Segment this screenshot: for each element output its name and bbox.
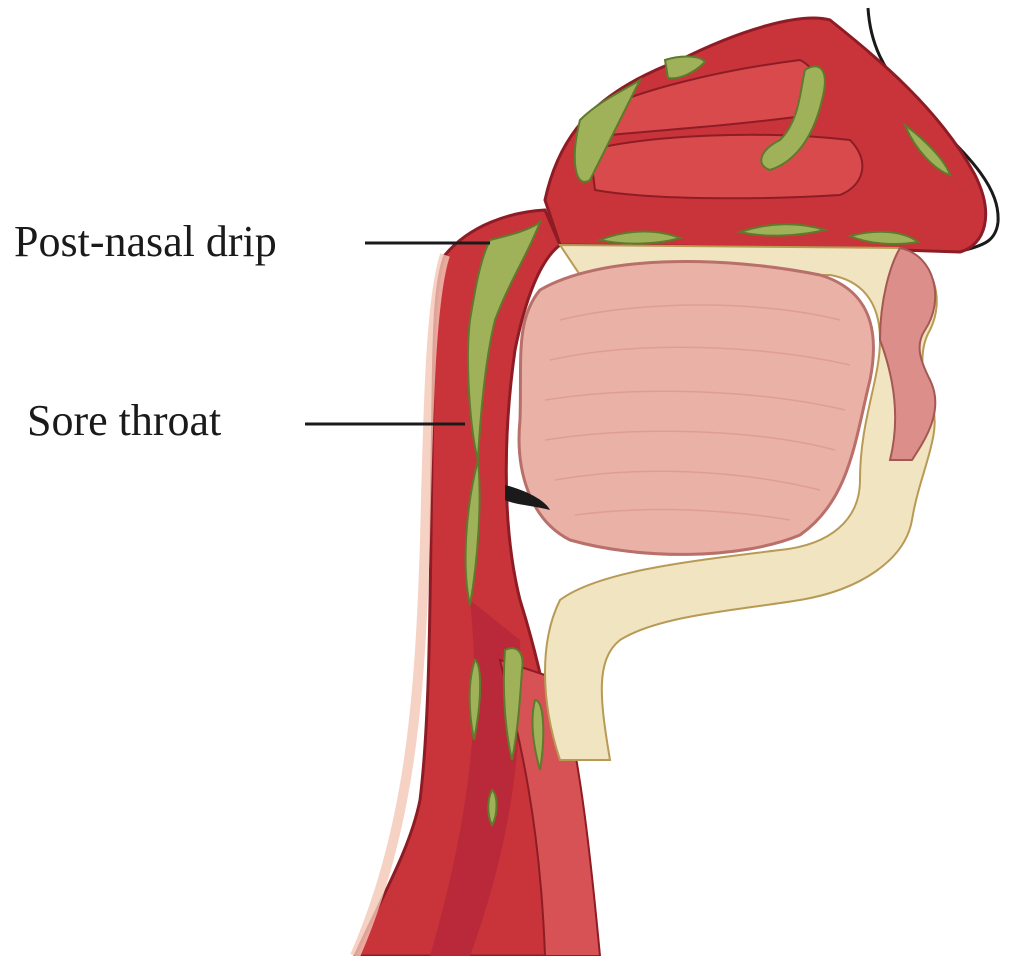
post-nasal-drip-label: Post-nasal drip (14, 220, 277, 264)
middle-turbinate (590, 135, 862, 198)
sore-throat-label: Sore throat (27, 399, 221, 443)
